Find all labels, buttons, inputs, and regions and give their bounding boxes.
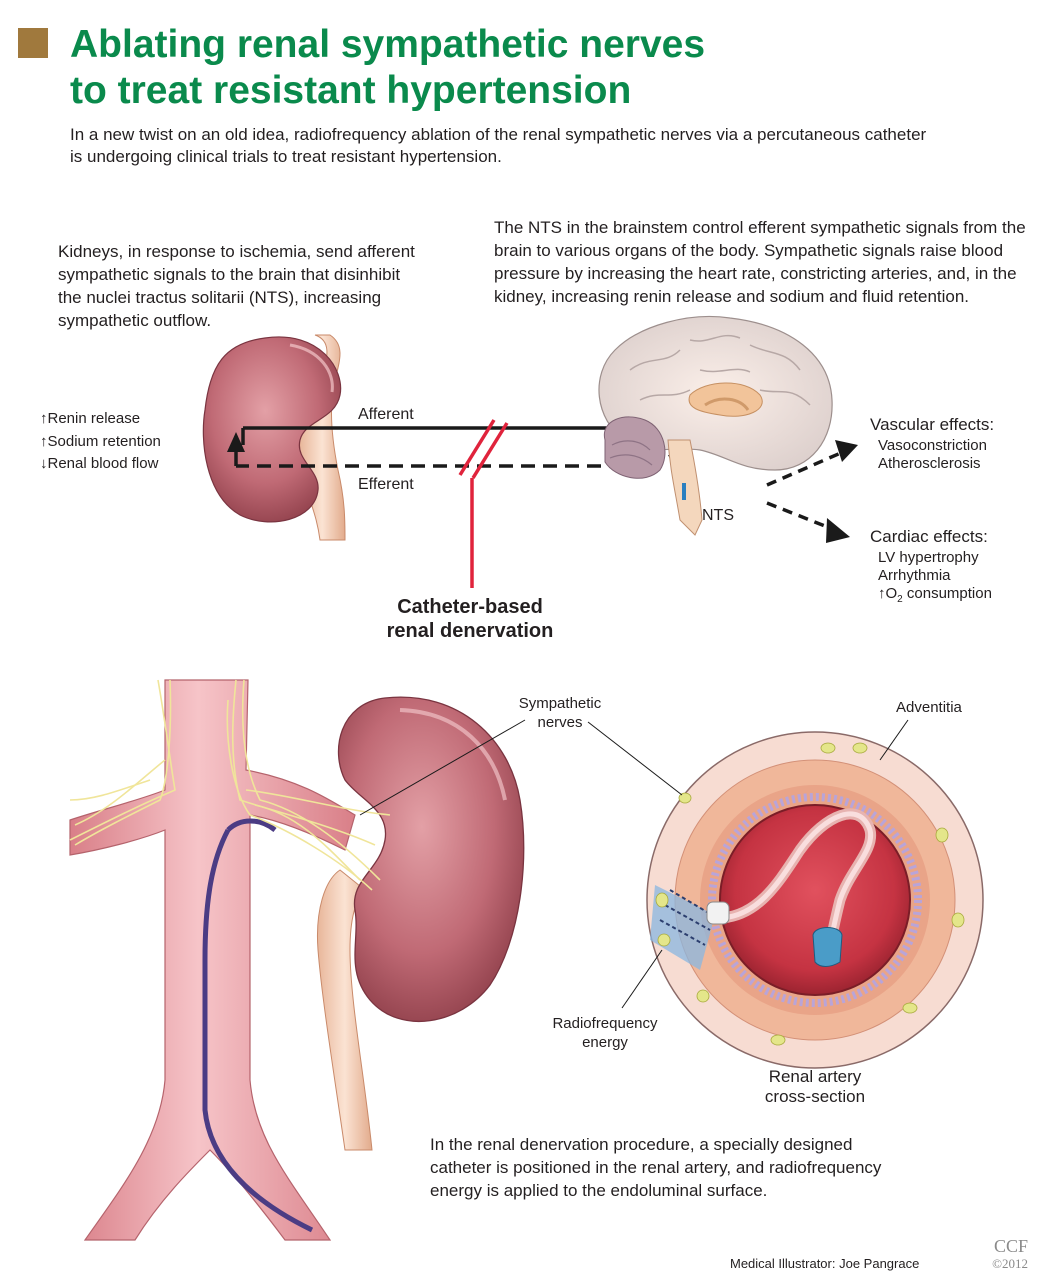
vascular-arrow bbox=[766, 440, 858, 487]
sympathetic-nerves-label: Sympathetic nerves bbox=[495, 694, 625, 732]
catheter-label-line-1: Catheter-based bbox=[397, 596, 543, 618]
kidneys-line: sympathetic signals to the brain that di… bbox=[58, 265, 401, 284]
lower-kidney-illustration bbox=[316, 696, 525, 1151]
renal-effect-item: ↑Renin release bbox=[40, 410, 141, 427]
ccf-mark: CCF bbox=[993, 1236, 1028, 1256]
nts-line: pressure by increasing the heart rate, c… bbox=[494, 264, 1017, 283]
afferent-label: Afferent bbox=[358, 406, 414, 423]
cardiac-effects: Cardiac effects: LV hypertrophy Arrhythm… bbox=[870, 527, 992, 609]
sympathetic-line-1: Sympathetic bbox=[518, 695, 602, 712]
nts-line: kidney, increasing renin release and sod… bbox=[494, 287, 970, 306]
nts-line: The NTS in the brainstem control efferen… bbox=[494, 218, 1026, 237]
catheter-denervation-label: Catheter-based renal denervation bbox=[360, 595, 580, 643]
cross-section-line-1: Renal artery bbox=[768, 1067, 862, 1086]
vascular-heading: Vascular effects: bbox=[870, 415, 995, 434]
cross-section-line-2: cross-section bbox=[764, 1087, 866, 1106]
renal-effect-item: ↑Sodium retention bbox=[40, 432, 161, 450]
efferent-pathway-line bbox=[227, 432, 645, 468]
kidneys-line: sympathetic outflow. bbox=[58, 311, 212, 330]
kidneys-line: Kidneys, in response to ischemia, send a… bbox=[58, 242, 415, 261]
procedure-paragraph: In the renal denervation procedure, a sp… bbox=[430, 1133, 881, 1202]
renal-artery-cross-section bbox=[646, 731, 984, 1069]
intro-line-1: In a new twist on an old idea, radiofreq… bbox=[70, 125, 927, 144]
cardiac-item: LV hypertrophy bbox=[878, 549, 979, 566]
ccf-year: ©2012 bbox=[992, 1256, 1028, 1271]
vascular-effects: Vascular effects: Vasoconstriction Ather… bbox=[870, 415, 994, 473]
adventitia-label: Adventitia bbox=[896, 699, 962, 716]
vascular-item: Vasoconstriction bbox=[878, 437, 987, 454]
procedure-line: In the renal denervation procedure, a sp… bbox=[430, 1135, 853, 1154]
cardiac-o2-item: ↑O2 consumption bbox=[878, 585, 992, 609]
efferent-label: Efferent bbox=[358, 476, 414, 493]
rf-line-2: energy bbox=[582, 1034, 628, 1051]
aorta-illustration bbox=[69, 679, 356, 1241]
o2-subscript: 2 bbox=[897, 594, 903, 605]
cardiac-item: Arrhythmia bbox=[878, 567, 951, 584]
nts-label: NTS bbox=[702, 507, 734, 524]
catheter-cut-marks bbox=[458, 419, 509, 588]
kidneys-paragraph: Kidneys, in response to ischemia, send a… bbox=[58, 240, 415, 332]
procedure-line: catheter is positioned in the renal arte… bbox=[430, 1158, 882, 1177]
procedure-line: energy is applied to the endoluminal sur… bbox=[430, 1181, 768, 1200]
renal-effect-item: ↓Renal blood flow bbox=[40, 455, 159, 472]
brain-illustration bbox=[598, 315, 833, 536]
intro-line-2: is undergoing clinical trials to treat r… bbox=[70, 147, 502, 166]
intro-paragraph: In a new twist on an old idea, radiofreq… bbox=[70, 124, 1030, 168]
title-line-2: to treat resistant hypertension bbox=[70, 69, 632, 112]
renal-effects-list: ↑Renin release ↑Sodium retention ↓Renal … bbox=[40, 408, 161, 476]
title-accent-square bbox=[18, 28, 48, 58]
rf-line-1: Radiofrequency bbox=[552, 1015, 658, 1032]
catheter-label-line-2: renal denervation bbox=[386, 620, 554, 642]
nts-paragraph: The NTS in the brainstem control efferen… bbox=[494, 216, 1026, 308]
cross-section-label: Renal artery cross-section bbox=[740, 1067, 890, 1107]
kidneys-line: the nuclei tractus solitarii (NTS), incr… bbox=[58, 288, 382, 307]
title-line-1: Ablating renal sympathetic nerves bbox=[70, 23, 706, 66]
sympathetic-line-2: nerves bbox=[537, 714, 583, 731]
vascular-item: Atherosclerosis bbox=[878, 455, 981, 472]
page-title: Ablating renal sympathetic nerves to tre… bbox=[70, 22, 705, 114]
sympathetic-nerves-illustration bbox=[69, 679, 391, 891]
nts-line: brain to various organs of the body. Sym… bbox=[494, 241, 1004, 260]
cardiac-heading: Cardiac effects: bbox=[870, 527, 988, 546]
upper-kidney-illustration bbox=[202, 334, 346, 541]
cardiac-arrow bbox=[766, 501, 850, 543]
o2-suffix: consumption bbox=[902, 585, 992, 602]
radiofrequency-energy-label: Radiofrequency energy bbox=[540, 1014, 670, 1052]
o2-prefix: ↑O bbox=[878, 585, 898, 602]
illustrator-credit: Medical Illustrator: Joe Pangrace bbox=[730, 1256, 920, 1271]
